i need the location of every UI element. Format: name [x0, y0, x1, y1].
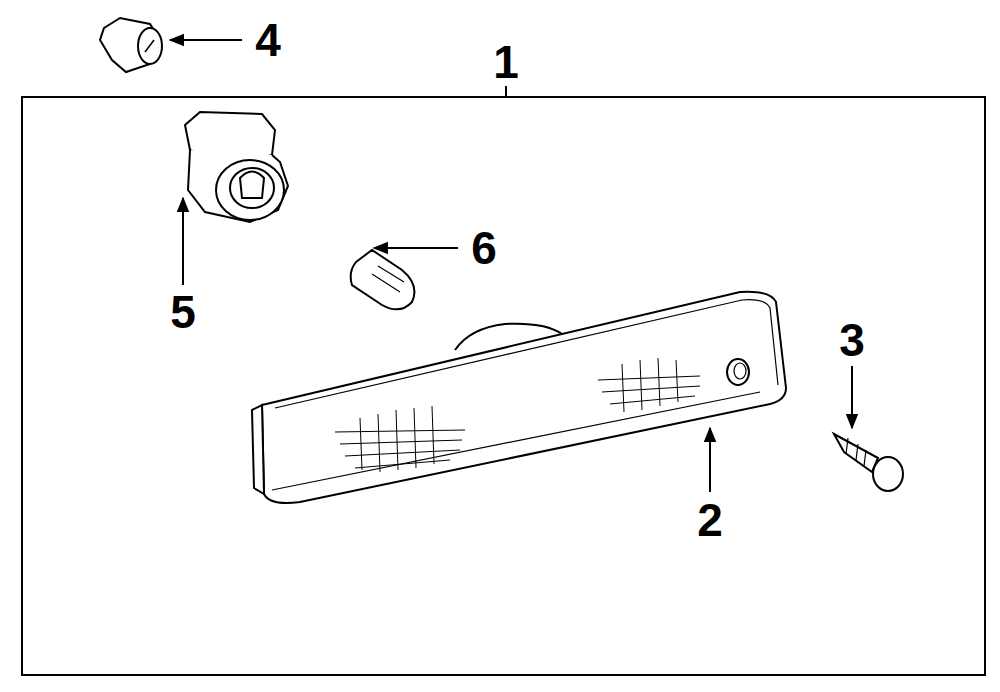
- bulb-part: [351, 250, 415, 309]
- leader-line: [851, 366, 853, 428]
- callout-number: 6: [471, 225, 497, 271]
- assembly-frame: [22, 97, 985, 675]
- callout-number: 4: [255, 17, 281, 63]
- leader-line: [709, 428, 711, 492]
- clip-part: [100, 18, 162, 72]
- leader-line: [374, 247, 458, 249]
- leader-line: [170, 39, 242, 41]
- callout-number: 5: [170, 289, 196, 335]
- callout-number: 2: [697, 497, 723, 543]
- lens-part: [252, 292, 786, 503]
- screw-part: [834, 434, 903, 491]
- leader-line: [505, 86, 507, 97]
- callout-number: 1: [493, 39, 519, 85]
- socket-part: [185, 112, 288, 222]
- callout-number: 3: [839, 317, 865, 363]
- leader-line: [182, 198, 184, 285]
